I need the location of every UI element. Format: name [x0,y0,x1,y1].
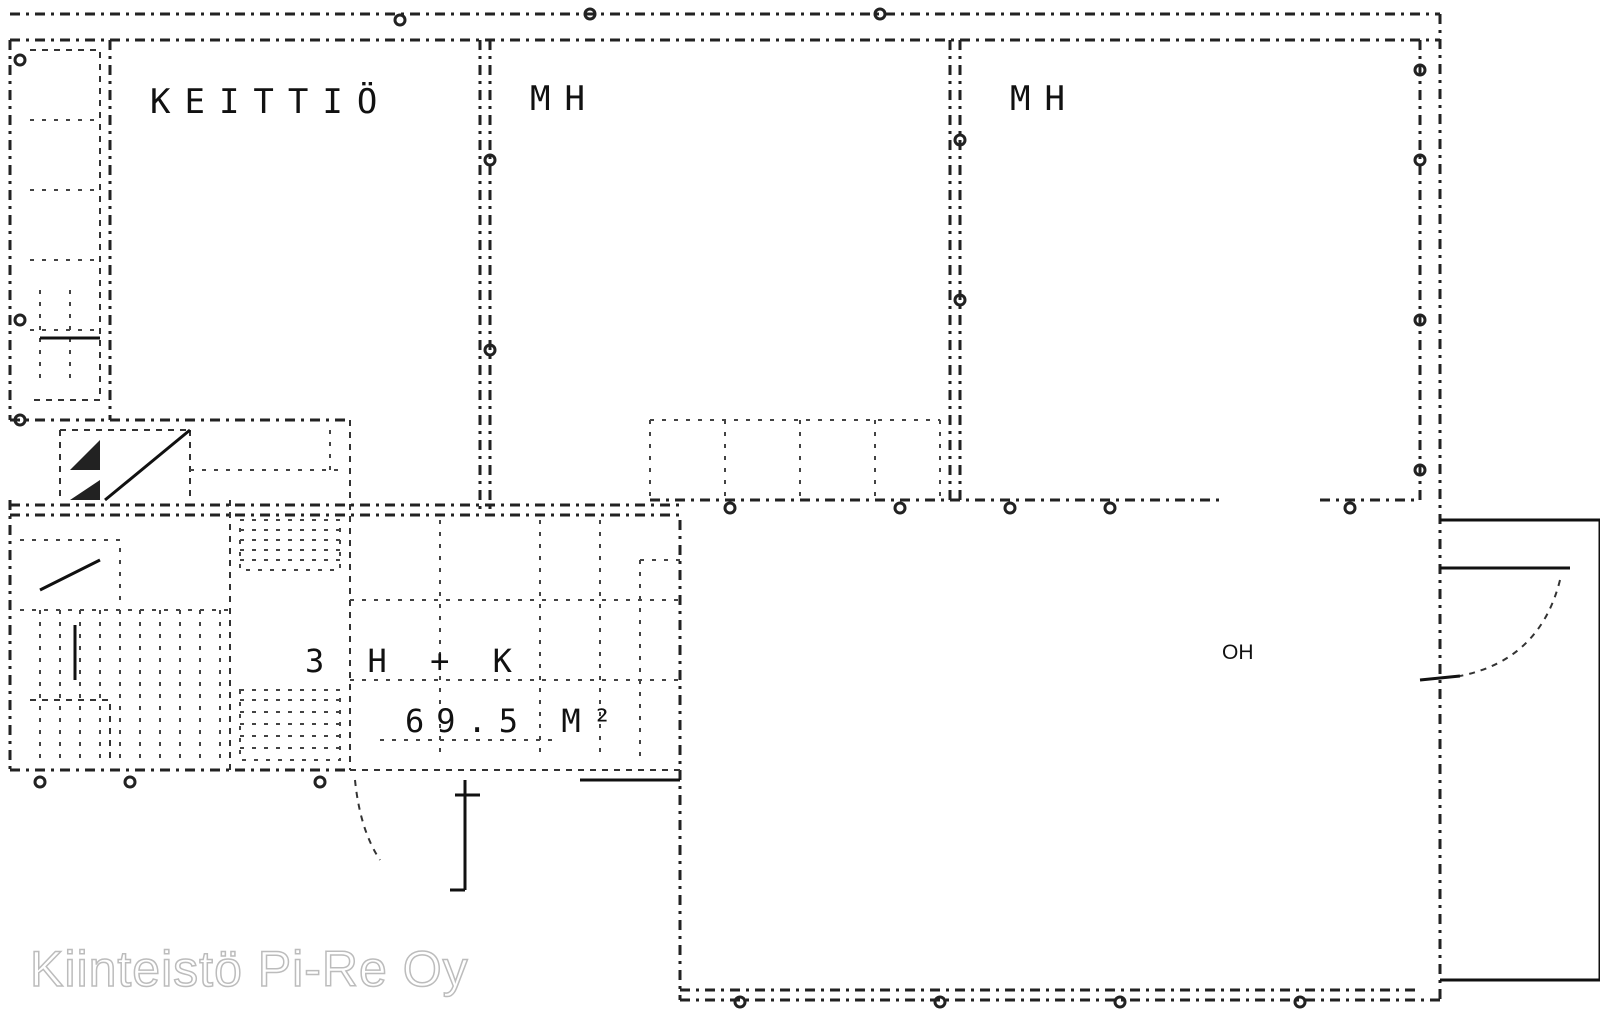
interior-walls [10,40,1420,771]
balcony [1419,518,1600,982]
entrance-door [354,779,480,892]
room-label-bedroom-1: MH [530,79,599,119]
kitchen-fixtures [30,49,340,502]
wardrobes [649,419,941,500]
apartment-area: 69.5 M² [405,702,624,740]
hall-grid [350,520,680,782]
wall-marks [13,7,1427,1009]
room-label-kitchen: KEITTIÖ [150,81,391,122]
room-label-living-room: OH [1222,641,1254,664]
bathroom-area [20,539,230,760]
watermark: Kiinteistö Pi-Re Oy [29,940,469,998]
room-label-bedroom-2: MH [1010,79,1079,119]
apartment-type: 3 H + K [305,642,524,680]
shelf-hatches [239,519,341,761]
outer-walls [8,12,1442,1002]
